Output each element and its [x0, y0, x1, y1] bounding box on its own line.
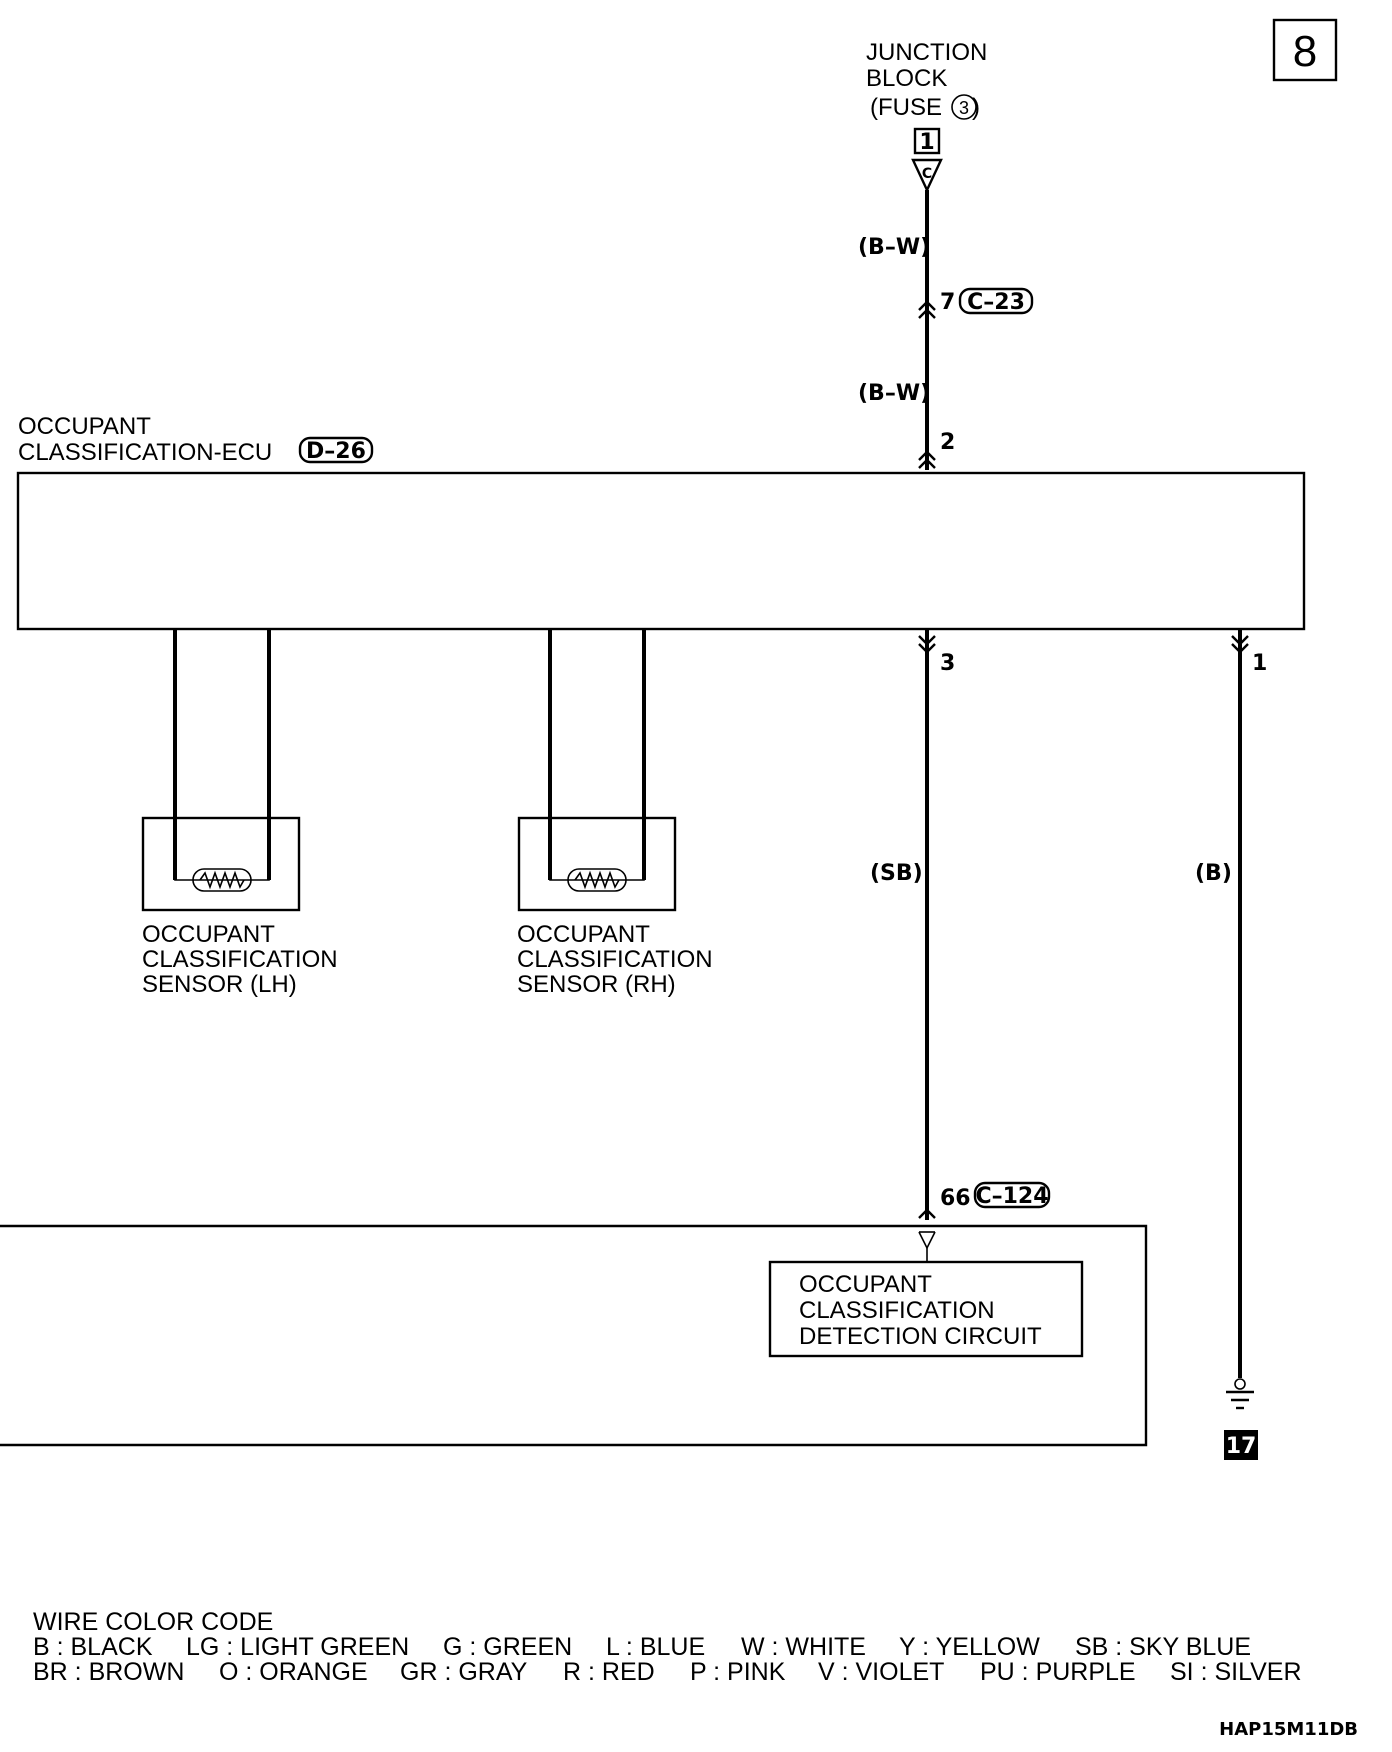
- sensor-lh-line1: OCCUPANT: [142, 921, 275, 948]
- ecu-label-line2: CLASSIFICATION-ECU: [18, 439, 272, 466]
- drawing-code: HAP15M11DB: [1219, 1719, 1358, 1740]
- detection-circuit-line1: OCCUPANT: [799, 1271, 932, 1298]
- sensor-lh-resistor-icon: [199, 870, 245, 890]
- junction-pin-box: 1: [913, 127, 941, 155]
- ecu-pin-3-connector: 3: [918, 635, 955, 676]
- fuse-number-circle: [951, 94, 977, 120]
- detection-circuit-line2: CLASSIFICATION: [799, 1297, 995, 1324]
- sensor-lh-line2: CLASSIFICATION: [142, 946, 338, 973]
- sensor-rh-line3: SENSOR (RH): [517, 971, 676, 998]
- junction-connector-letter: C: [922, 166, 932, 182]
- legend-row-2: BR : BROWN O : ORANGE GR : GRAY R : RED …: [33, 1658, 1302, 1686]
- ecu-pin-2-connector: 2: [918, 430, 955, 469]
- wire-color-legend: WIRE COLOR CODE B : BLACK LG : LIGHT GRE…: [33, 1608, 1302, 1686]
- c124-pin: 66: [940, 1186, 971, 1211]
- ecu-pin-1: 1: [1252, 651, 1267, 676]
- sensor-rh: [517, 816, 677, 912]
- legend-title: WIRE COLOR CODE: [33, 1608, 273, 1636]
- ecu-label: OCCUPANT CLASSIFICATION-ECU D–26: [18, 413, 374, 466]
- sensor-rh-resistor-icon: [574, 870, 620, 890]
- connector-c124: 66 C–124: [918, 1181, 1051, 1219]
- ecu-pin-1-connector: 1: [1231, 635, 1267, 676]
- lower-ecu-box: [0, 1224, 1148, 1447]
- ground-number: 17: [1226, 1434, 1257, 1459]
- c23-pin: 7: [940, 290, 955, 315]
- page-number-box: 8: [1272, 18, 1338, 82]
- junction-pin-number: 1: [919, 130, 934, 155]
- detection-circuit: OCCUPANT CLASSIFICATION DETECTION CIRCUI…: [768, 1260, 1084, 1358]
- wire-bw-label-lower: (B–W): [858, 381, 930, 406]
- junction-connector-symbol: C: [911, 158, 943, 193]
- wire-bw-label-upper: (B–W): [858, 235, 930, 260]
- ecu-code: D–26: [306, 439, 366, 464]
- junction-block-line1: JUNCTION: [866, 39, 987, 66]
- junction-block-line2: BLOCK: [866, 65, 947, 92]
- ground-icon: [1226, 1378, 1254, 1410]
- c124-terminal-symbol: [918, 1231, 936, 1262]
- legend-row-1: B : BLACK LG : LIGHT GREEN G : GREEN L :…: [33, 1633, 1251, 1661]
- ground-number-badge: 17: [1224, 1430, 1258, 1460]
- wire-sb-label: (SB): [870, 861, 923, 886]
- junction-block-label: JUNCTION BLOCK (FUSE) 3: [866, 39, 987, 121]
- sensor-rh-line1: OCCUPANT: [517, 921, 650, 948]
- ecu-pin-3: 3: [940, 651, 955, 676]
- ecu-label-line1: OCCUPANT: [18, 413, 151, 440]
- fuse-number: 3: [959, 98, 969, 118]
- wire-b-label: (B): [1195, 861, 1232, 886]
- connector-c23: 7 C–23: [918, 287, 1034, 319]
- c124-code: C–124: [975, 1184, 1048, 1209]
- sensor-rh-line2: CLASSIFICATION: [517, 946, 713, 973]
- page-number: 8: [1293, 27, 1317, 76]
- sensor-lh-line3: SENSOR (LH): [142, 971, 297, 998]
- ecu-box: [16, 471, 1306, 631]
- c23-code: C–23: [967, 290, 1025, 315]
- sensor-lh: [141, 816, 301, 912]
- detection-circuit-line3: DETECTION CIRCUIT: [799, 1323, 1042, 1350]
- ecu-pin-2: 2: [940, 430, 955, 455]
